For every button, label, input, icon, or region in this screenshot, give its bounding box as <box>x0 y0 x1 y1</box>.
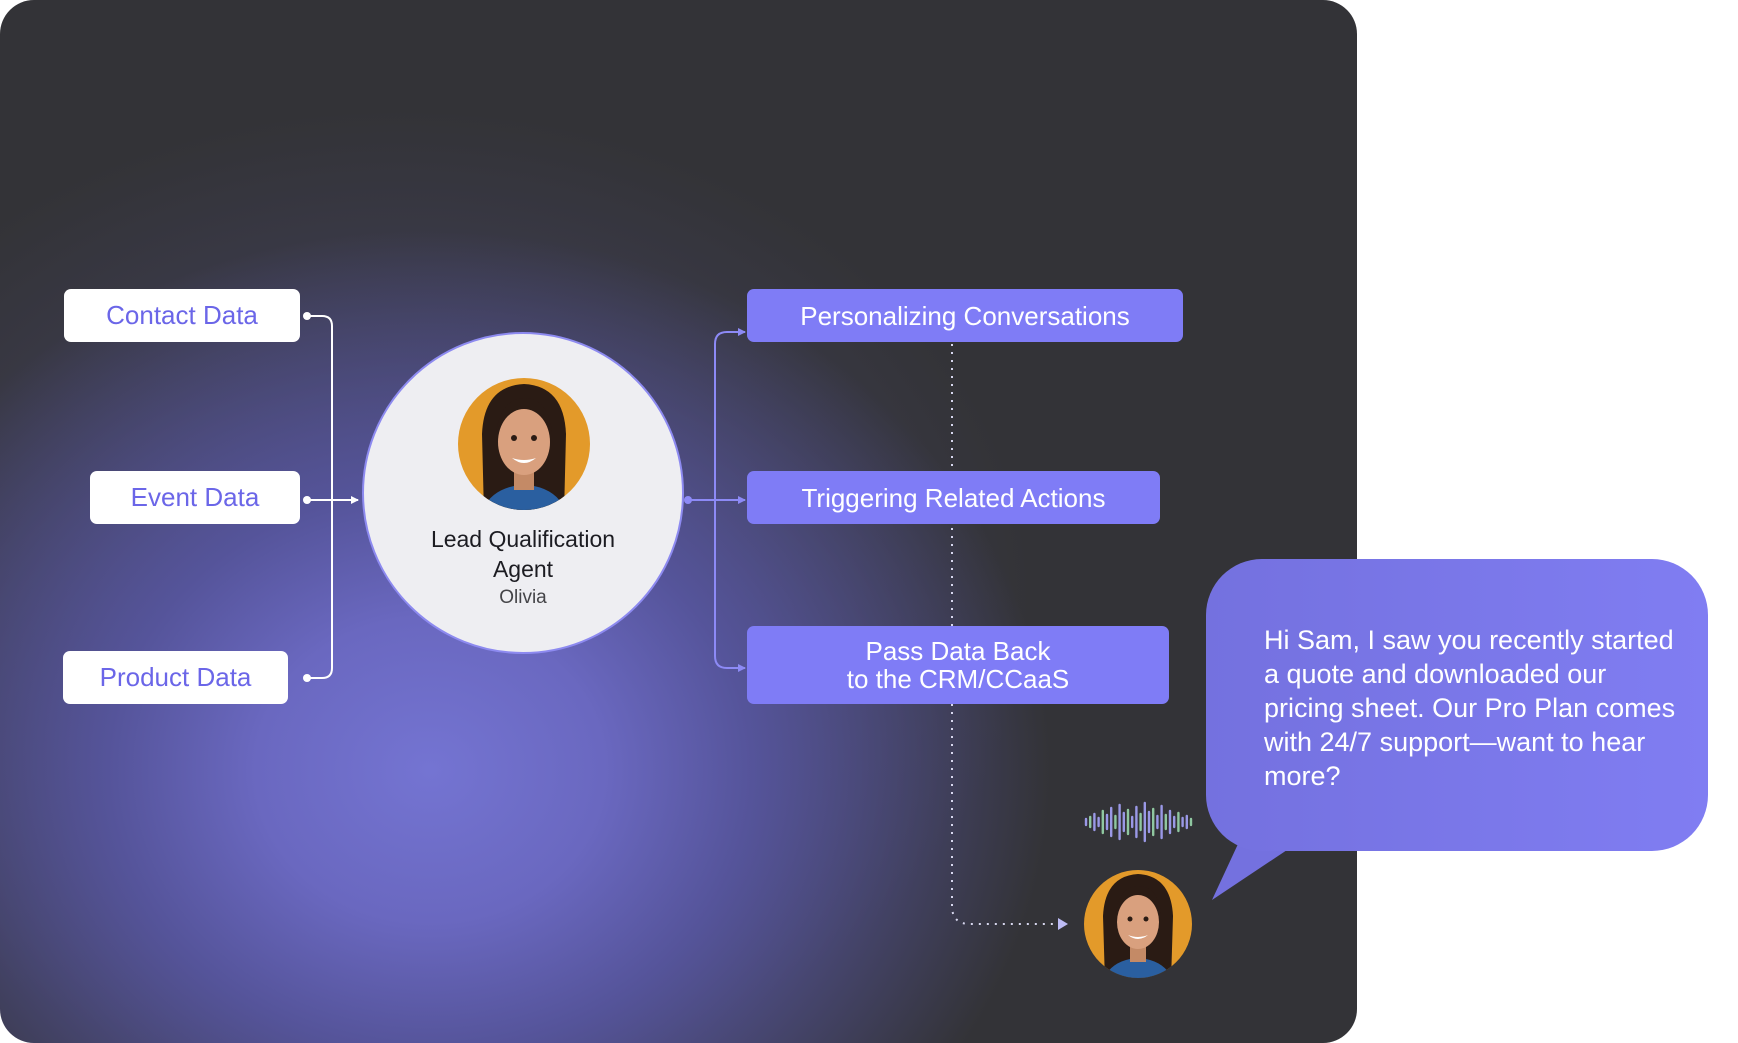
output-label-line1: Pass Data Back <box>865 636 1051 666</box>
agent-title-line1: Lead Qualification <box>430 526 616 552</box>
chip-label: Event Data <box>130 482 260 512</box>
product-data-chip: Product Data <box>63 651 288 704</box>
chip-label: Product Data <box>99 662 252 692</box>
output-label: Personalizing Conversations <box>800 300 1130 331</box>
event-data-chip: Event Data <box>90 471 300 524</box>
output-label-line2: to the CRM/CCaaS <box>846 664 1070 694</box>
contact-data-chip: Contact Data <box>64 289 300 342</box>
dotted-flow-line <box>951 344 1058 925</box>
input-connector <box>307 315 359 679</box>
output-connector <box>688 328 746 672</box>
personalizing-conversations-box: Personalizing Conversations <box>747 289 1183 342</box>
triggering-actions-box: Triggering Related Actions <box>747 471 1160 524</box>
agent-title: Lead Qualification Agent <box>362 524 684 584</box>
speech-bubble: Hi Sam, I saw you recently started a quo… <box>1206 559 1708 851</box>
chip-label: Contact Data <box>106 300 258 330</box>
pass-data-back-box: Pass Data Back to the CRM/CCaaS <box>747 626 1169 704</box>
agent-title-line2: Agent <box>492 556 554 582</box>
speech-text: Hi Sam, I saw you recently started a quo… <box>1264 625 1676 791</box>
output-label: Triggering Related Actions <box>801 482 1106 513</box>
agent-name: Olivia <box>499 587 547 608</box>
